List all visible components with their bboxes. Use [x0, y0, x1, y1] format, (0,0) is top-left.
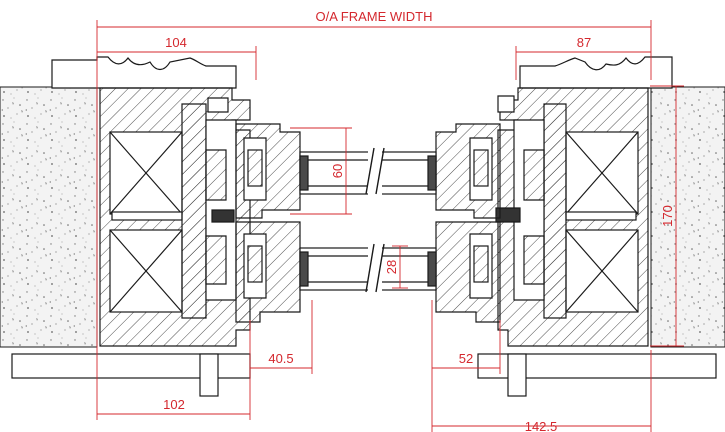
- overall-width-label: O/A FRAME WIDTH: [316, 9, 433, 24]
- left-sash-lower: [235, 221, 301, 323]
- dimension-lines: [96, 20, 684, 432]
- dim-left-frame-top: 104: [165, 35, 187, 50]
- dim-right-bottom: 142.5: [525, 419, 558, 432]
- dim-left-inner: 40.5: [268, 351, 293, 366]
- left-top-trim: [51, 56, 237, 89]
- dim-right-frame-top: 87: [577, 35, 591, 50]
- left-sash-upper: [235, 123, 301, 219]
- left-outer-frame: [99, 87, 251, 347]
- left-masonry: [0, 86, 98, 348]
- right-top-trim: [519, 56, 673, 89]
- dim-right-inner: 52: [459, 351, 473, 366]
- break-marks: [365, 146, 385, 296]
- dim-glass-top: 60: [330, 164, 345, 178]
- bottom-sill: [11, 353, 717, 397]
- right-sash-lower: [435, 221, 501, 323]
- dim-glass-bottom: 28: [384, 260, 399, 274]
- right-masonry: [650, 86, 725, 348]
- dim-frame-height: 170: [660, 205, 675, 227]
- right-sash-upper: [435, 123, 501, 219]
- right-outer-frame: [495, 87, 649, 347]
- dim-left-bottom: 102: [163, 397, 185, 412]
